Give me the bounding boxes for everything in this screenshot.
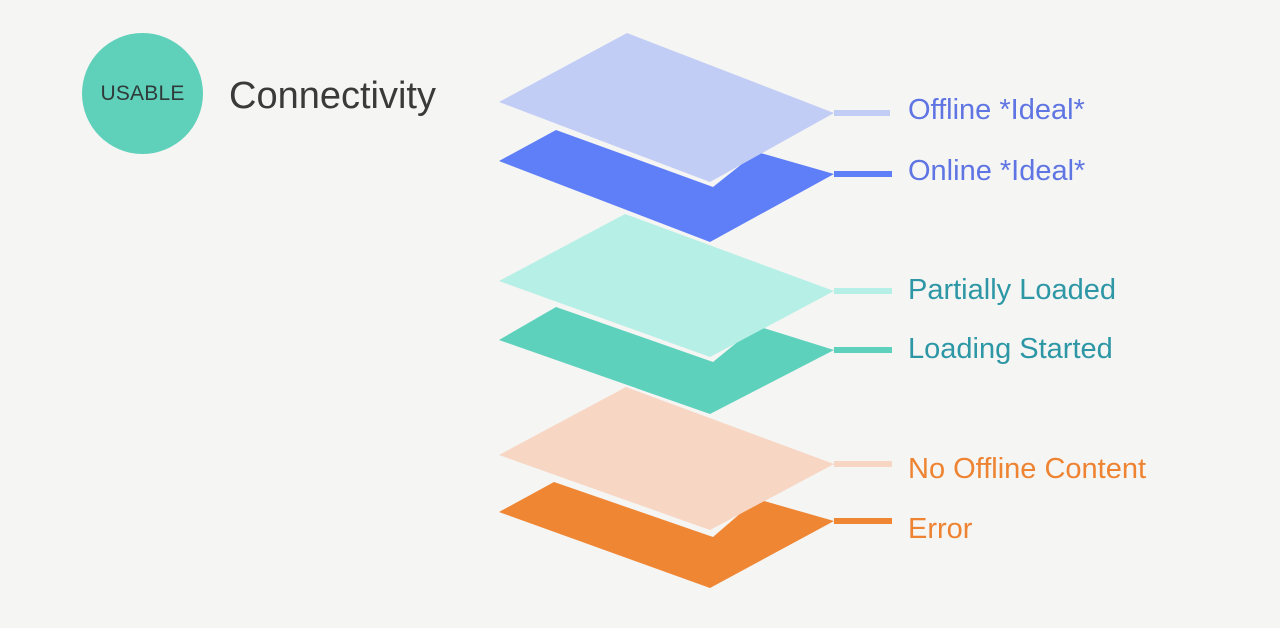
- layer-label-no-offline-content: No Offline Content: [908, 453, 1146, 485]
- layer-plane-offline-ideal: [499, 33, 834, 182]
- layer-label-loading-started: Loading Started: [908, 333, 1113, 365]
- usable-badge-label: USABLE: [100, 81, 185, 105]
- layers-group: Error No Offline Content Loading Started Pa…: [499, 33, 1146, 588]
- layer-plane-no-offline-content: [499, 387, 834, 530]
- layer-label-offline-ideal: Offline *Ideal*: [908, 94, 1085, 126]
- layer-label-partially-loaded: Partially Loaded: [908, 274, 1116, 306]
- layer-plane-partially-loaded: [499, 214, 834, 357]
- layer-label-online-ideal: Online *Ideal*: [908, 155, 1085, 187]
- page-title: Connectivity: [229, 75, 436, 117]
- usable-badge: USABLE: [82, 33, 203, 154]
- layer-label-error: Error: [908, 513, 973, 545]
